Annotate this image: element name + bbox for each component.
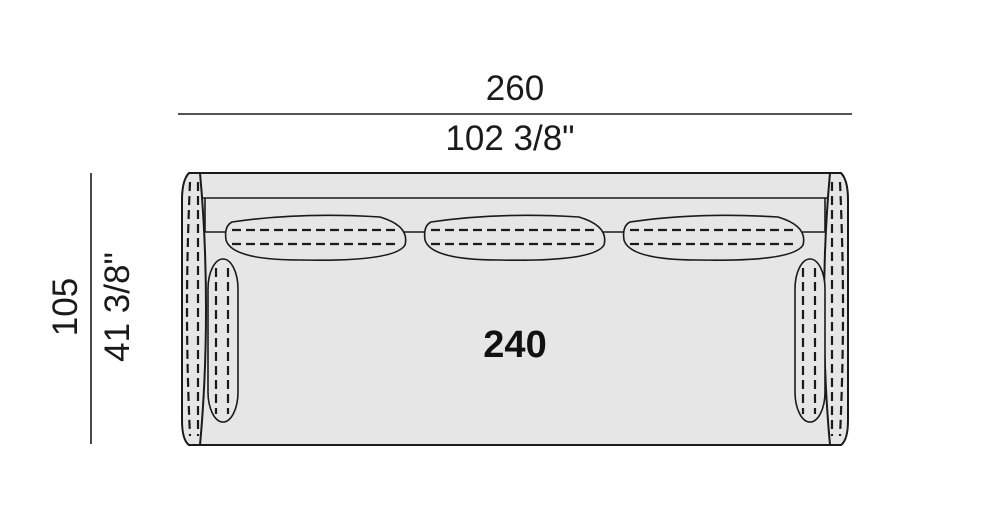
back-cushion	[224, 214, 407, 262]
model-code-label: 240	[483, 324, 546, 366]
right-armrest-stitch	[838, 181, 845, 437]
width-in-label: 102 3/8"	[445, 119, 574, 158]
left-armrest-stitch	[185, 181, 192, 437]
sofa-outline: 240	[181, 172, 849, 446]
back-cushion	[622, 214, 805, 262]
depth-dimension: 105 41 3/8"	[46, 173, 137, 444]
depth-in-label: 41 3/8"	[98, 252, 137, 362]
depth-cm-label: 105	[46, 278, 85, 336]
left-armrest	[181, 172, 208, 446]
sofa-body	[199, 172, 831, 446]
back-cushion	[423, 214, 606, 262]
width-cm-label: 260	[486, 69, 544, 108]
width-dimension: 260 102 3/8"	[178, 69, 852, 158]
left-bolster-cushion	[207, 258, 239, 423]
right-armrest	[822, 172, 849, 446]
right-bolster-cushion	[794, 258, 826, 423]
